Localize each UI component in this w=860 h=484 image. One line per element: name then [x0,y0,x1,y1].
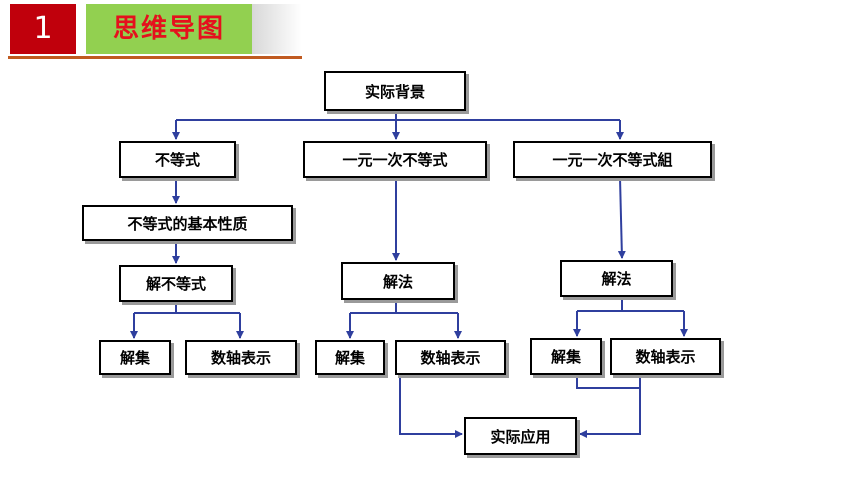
branch-2-title: 一元一次不等式 [303,141,487,178]
branch-1-title: 不等式 [119,141,236,178]
branch-1-number-line: 数轴表示 [185,340,297,375]
connector-b1-solve-split [134,302,240,314]
connector-b3-title-to-method [617,177,626,259]
branch-1-solve: 解不等式 [119,265,233,302]
branch-3-solution-set: 解集 [530,338,602,375]
connector-b2-to-application [399,375,463,438]
branch-3-number-line: 数轴表示 [610,338,721,375]
branch-2-solution-set: 解集 [315,340,385,375]
branch-1-property: 不等式的基本性质 [82,205,293,241]
branch-2-number-line: 数轴表示 [395,340,506,375]
application-node: 实际应用 [464,417,577,455]
header-underline [8,56,302,59]
branch-3-title: 一元一次不等式組 [513,141,712,178]
connector-b3-to-application [577,375,641,434]
root-node: 实际背景 [324,71,466,111]
connector-b2-method-split [350,300,458,314]
section-title: 思维导图 [86,4,252,54]
connector-b3-method-split [577,297,684,312]
section-number: 1 [10,4,76,54]
branch-2-method: 解法 [341,262,455,300]
branch-1-solution-set: 解集 [99,340,171,375]
header-shadow [252,4,302,54]
branch-3-method: 解法 [560,260,673,297]
